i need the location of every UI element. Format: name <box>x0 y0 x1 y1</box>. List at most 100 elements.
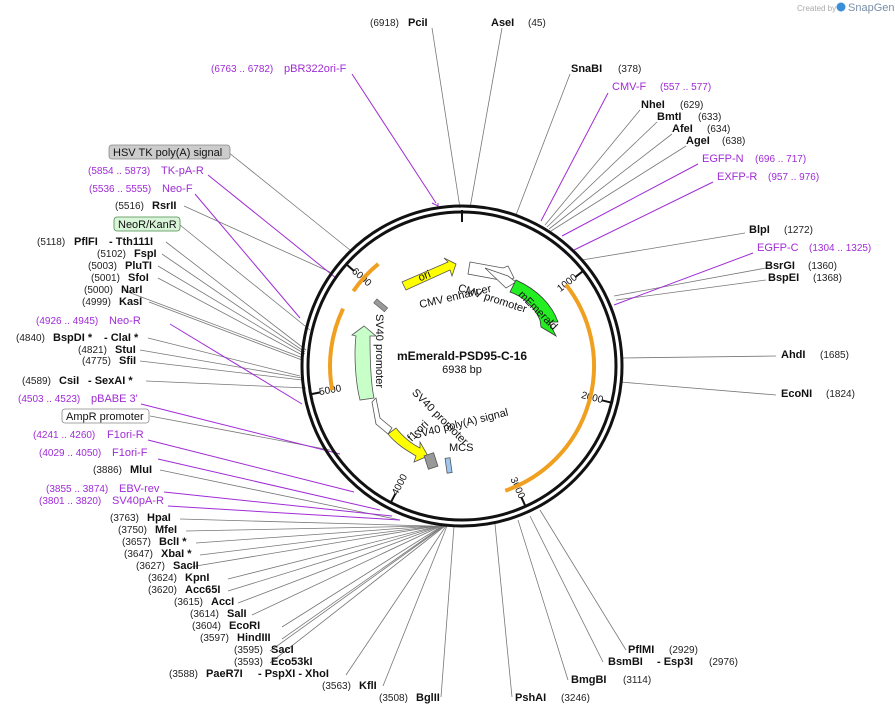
sv40-promoter-small-feature[interactable] <box>371 397 393 435</box>
small-feature-marker <box>373 298 389 313</box>
site-agei[interactable]: AgeI (638) <box>686 135 745 147</box>
site-bsrgi[interactable]: BsrGI (1360) <box>765 260 837 272</box>
primer-cmv-f[interactable]: CMV-F (557 .. 577) <box>612 81 711 93</box>
primer-egfp-n[interactable]: EGFP-N (696 .. 717) <box>702 153 806 165</box>
primer-f1ori-r[interactable]: (4241 .. 4260) F1ori-R <box>33 429 144 441</box>
site-pshai[interactable]: PshAI (3246) <box>515 692 590 704</box>
site-kasi[interactable]: (4999) KasI <box>82 296 142 308</box>
site-position: (5003) <box>88 261 117 272</box>
site-acci[interactable]: (3615) AccI <box>174 596 234 608</box>
neor-arc[interactable] <box>328 307 345 391</box>
site-sali[interactable]: (3614) SalI <box>190 608 247 620</box>
site-position: (4775) <box>82 356 111 367</box>
site-mlui[interactable]: (3886) MluI <box>93 464 152 476</box>
site-name: BglII <box>416 692 440 704</box>
site-snabi[interactable]: SnaBI (378) <box>571 63 641 75</box>
primer-sv40pa-r[interactable]: (3801 .. 3820) SV40pA-R <box>39 495 164 507</box>
hsv-tk-arc[interactable] <box>351 262 380 293</box>
site-afei[interactable]: AfeI (634) <box>672 123 730 135</box>
mcs-feature[interactable] <box>423 452 453 474</box>
site-position: (3604) <box>192 621 221 632</box>
ampr-promoter-box[interactable]: AmpR promoter <box>61 408 150 424</box>
ori-feature[interactable]: ori <box>401 257 457 291</box>
feature-arcs <box>328 262 596 493</box>
site-name: HindIII <box>237 632 271 644</box>
site-kpni[interactable]: (3624) KpnI <box>148 572 209 584</box>
site-name: NarI <box>121 284 142 296</box>
site-position: (3114) <box>623 675 651 686</box>
site-name: KflI <box>359 680 377 692</box>
site-nhei[interactable]: NheI (629) <box>641 99 703 111</box>
site-pflfi[interactable]: (5118) PflFI - Tth111I <box>37 236 153 248</box>
site-name: XbaI * <box>161 548 192 560</box>
site-asei[interactable]: AseI (45) <box>491 17 546 29</box>
sv40-promoter-feature[interactable] <box>351 325 378 401</box>
primer-name: Neo-R <box>109 315 141 327</box>
site-bspei[interactable]: BspEI (1368) <box>768 272 842 284</box>
primer-neo-f[interactable]: (5536 .. 5555) Neo-F <box>89 183 193 195</box>
primer-egfp-c[interactable]: EGFP-C (1304 .. 1325) <box>757 242 871 254</box>
site-mfei[interactable]: (3750) MfeI <box>118 524 177 536</box>
site-fspi[interactable]: (5102) FspI <box>97 248 157 260</box>
primer-pbabe-3[interactable]: (4503 .. 4523) pBABE 3' <box>18 393 138 405</box>
site-name: RsrII <box>152 200 176 212</box>
backbone-outer-ring <box>300 204 624 528</box>
ruler-tick-label: 4000 <box>390 472 410 497</box>
site-pluti[interactable]: (5003) PluTI <box>88 260 152 272</box>
site-bspdi[interactable]: (4840) BspDI * - ClaI * <box>16 332 139 344</box>
site-isoschizomer: - SexAI * <box>88 375 133 387</box>
site-position: (3657) <box>122 537 151 548</box>
memerald-psd95-arc[interactable] <box>504 283 596 493</box>
site-pcii[interactable]: (6918) PciI <box>370 17 428 29</box>
site-name: AccI <box>211 596 234 608</box>
site-saci[interactable]: (3595) SacI <box>234 644 294 656</box>
site-ecori[interactable]: (3604) EcoRI <box>192 620 260 632</box>
site-acc65i[interactable]: (3620) Acc65I <box>148 584 220 596</box>
site-sfoi[interactable]: (5001) SfoI <box>91 272 149 284</box>
ruler-tick <box>389 493 397 503</box>
site-isoschizomer: - Esp3I <box>657 656 693 668</box>
neor-kanr-box[interactable]: NeoR/KanR <box>113 216 181 232</box>
site-xbai[interactable]: (3647) XbaI * <box>124 548 192 560</box>
primer-ebv-rev[interactable]: (3855 .. 3874) EBV-rev <box>46 483 160 495</box>
site-bmgbi[interactable]: BmgBI (3114) <box>571 674 651 686</box>
site-econi[interactable]: EcoNI (1824) <box>781 388 855 400</box>
site-hindiii[interactable]: (3597) HindIII <box>200 632 271 644</box>
f1-ori-feature[interactable] <box>387 427 429 463</box>
primer-range: (957 .. 976) <box>768 172 819 183</box>
site-name: AfeI <box>672 123 693 135</box>
site-sacii[interactable]: (3627) SacII <box>136 560 199 572</box>
site-bmti[interactable]: BmtI (633) <box>657 111 721 123</box>
site-paer7i[interactable]: (3588) PaeR7I - PspXI - XhoI <box>169 668 329 680</box>
primer-neo-r[interactable]: (4926 .. 4945) Neo-R <box>36 315 141 327</box>
site-stui[interactable]: (4821) StuI <box>78 344 136 356</box>
site-ahdi[interactable]: AhdI (1685) <box>781 349 849 361</box>
primer-tk-pa-r[interactable]: (5854 .. 5873) TK-pA-R <box>88 165 204 177</box>
site-pflmi[interactable]: PflMI (2929) <box>628 644 698 656</box>
site-nari[interactable]: (5000) NarI <box>84 284 142 296</box>
site-csii[interactable]: (4589) CsiI - SexAI * <box>22 375 133 387</box>
primer-f1ori-f[interactable]: (4029 .. 4050) F1ori-F <box>39 447 148 459</box>
primer-pbr322ori-f[interactable]: (6763 .. 6782) pBR322ori-F <box>211 63 347 75</box>
site-name: SacII <box>173 560 199 572</box>
site-position: (3597) <box>200 633 229 644</box>
primer-name: EXFP-R <box>717 171 757 183</box>
site-position: (634) <box>707 124 730 135</box>
hsv-tk-polya-box[interactable]: HSV TK poly(A) signal <box>108 144 231 160</box>
site-eco53ki[interactable]: (3593) Eco53kI <box>234 656 313 668</box>
site-name: MluI <box>130 464 152 476</box>
primer-exfp-r[interactable]: EXFP-R (957 .. 976) <box>717 171 819 183</box>
site-kfli[interactable]: (3563) KflI <box>322 680 377 692</box>
site-bsmbi[interactable]: BsmBI - Esp3I (2976) <box>608 656 738 668</box>
site-bcli[interactable]: (3657) BclI * <box>122 536 187 548</box>
site-position: (3593) <box>234 657 263 668</box>
site-rsrii[interactable]: (5516) RsrII <box>115 200 176 212</box>
plasmid-length: 6938 bp <box>442 364 482 376</box>
primer-range: (4241 .. 4260) <box>33 430 95 441</box>
site-position: (5118) <box>37 237 65 248</box>
site-blpi[interactable]: BlpI (1272) <box>749 224 813 236</box>
site-name: CsiI <box>59 375 79 387</box>
site-hpai[interactable]: (3763) HpaI <box>110 512 171 524</box>
site-sfii[interactable]: (4775) SfiI <box>82 355 136 367</box>
site-bglii[interactable]: (3508) BglII <box>379 692 440 704</box>
